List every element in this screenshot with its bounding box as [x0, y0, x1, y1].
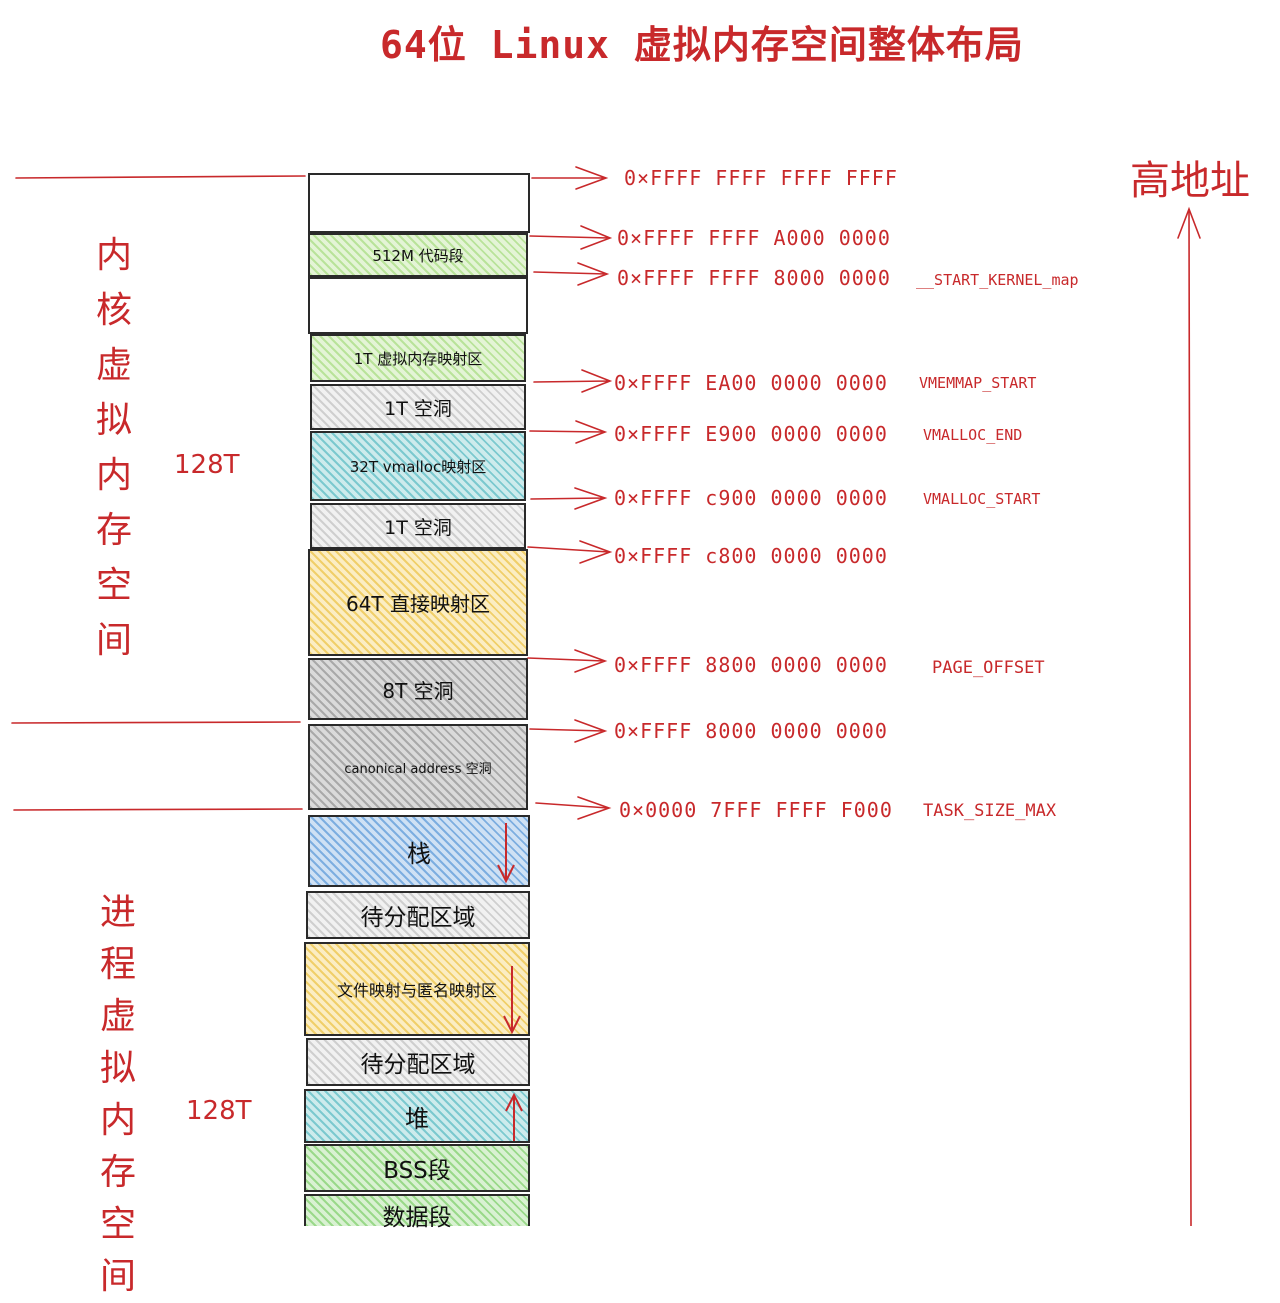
memory-block-hole-8t: 8T 空洞 [308, 658, 528, 720]
user-size-label: 128T [186, 1096, 252, 1126]
kernel-space-label: 内核虚拟内存空间 [95, 235, 132, 661]
kernel-size-label: 128T [174, 450, 240, 480]
arrow-down-icon [497, 823, 515, 884]
kernel-symbol-label: PAGE_OFFSET [932, 658, 1045, 678]
user-top-boundary-line [13, 808, 303, 811]
memory-block-heap: 堆 [304, 1089, 530, 1143]
memory-block-stack: 栈 [308, 815, 530, 887]
kernel-symbol-label: VMALLOC_START [923, 490, 1041, 508]
memory-block-canonical-hole: canonical address 空洞 [308, 724, 528, 810]
arrow-up-icon [505, 1093, 523, 1141]
memory-block-top [308, 173, 530, 233]
memory-block-data: 数据段 [304, 1194, 530, 1231]
address-label: 0×FFFF EA00 0000 0000 [614, 371, 888, 395]
address-label: 0×FFFF c900 0000 0000 [614, 486, 888, 510]
high-address-arrowhead [1177, 206, 1201, 239]
memory-block-hole-1t-a: 1T 空洞 [310, 384, 526, 430]
annotation-lines [11, 166, 1201, 1226]
diagram-title: 64位 Linux 虚拟内存空间整体布局 [380, 23, 1024, 67]
arrow-down-icon [503, 966, 521, 1034]
memory-block-gap-white [308, 277, 528, 334]
address-label: 0×FFFF 8000 0000 0000 [614, 719, 888, 743]
kernel-bottom-boundary-line [11, 721, 301, 724]
address-label: 0×FFFF c800 0000 0000 [614, 544, 888, 568]
kernel-top-boundary-line [15, 175, 306, 179]
memory-block-vmemmap: 1T 虚拟内存映射区 [310, 334, 526, 382]
address-label: 0×FFFF 8800 0000 0000 [614, 653, 888, 677]
address-label: 0×FFFF FFFF 8000 0000 [617, 266, 891, 290]
memory-block-unallocated-a: 待分配区域 [306, 891, 530, 939]
address-label: 0×FFFF FFFF FFFF FFFF [624, 166, 898, 190]
kernel-symbol-label: VMALLOC_END [923, 426, 1023, 444]
memory-block-unallocated-b: 待分配区域 [306, 1038, 530, 1086]
memory-block-mmap: 文件映射与匿名映射区 [304, 942, 530, 1036]
kernel-symbol-label: VMEMMAP_START [919, 374, 1037, 392]
high-address-axis-line [1188, 209, 1192, 1226]
address-label: 0×0000 7FFF FFFF F000 [619, 798, 893, 822]
memory-block-vmalloc: 32T vmalloc映射区 [310, 431, 526, 501]
address-label: 0×FFFF FFFF A000 0000 [617, 226, 891, 250]
memory-block-direct-map: 64T 直接映射区 [308, 549, 528, 656]
high-address-label: 高地址 [1130, 158, 1250, 204]
memory-layout-diagram: 64位 Linux 虚拟内存空间整体布局 高地址 内核虚拟内存空间 128T 进… [11, 23, 1250, 1297]
address-label: 0×FFFF E900 0000 0000 [614, 422, 888, 446]
memory-block-bss: BSS段 [304, 1144, 530, 1192]
memory-block-kernel-code: 512M 代码段 [308, 233, 528, 277]
address-pointer-arrows [527, 166, 613, 820]
kernel-symbol-label: __START_KERNEL_map [916, 271, 1079, 289]
memory-block-hole-1t-b: 1T 空洞 [310, 503, 526, 549]
kernel-symbol-label: TASK_SIZE_MAX [923, 801, 1057, 821]
